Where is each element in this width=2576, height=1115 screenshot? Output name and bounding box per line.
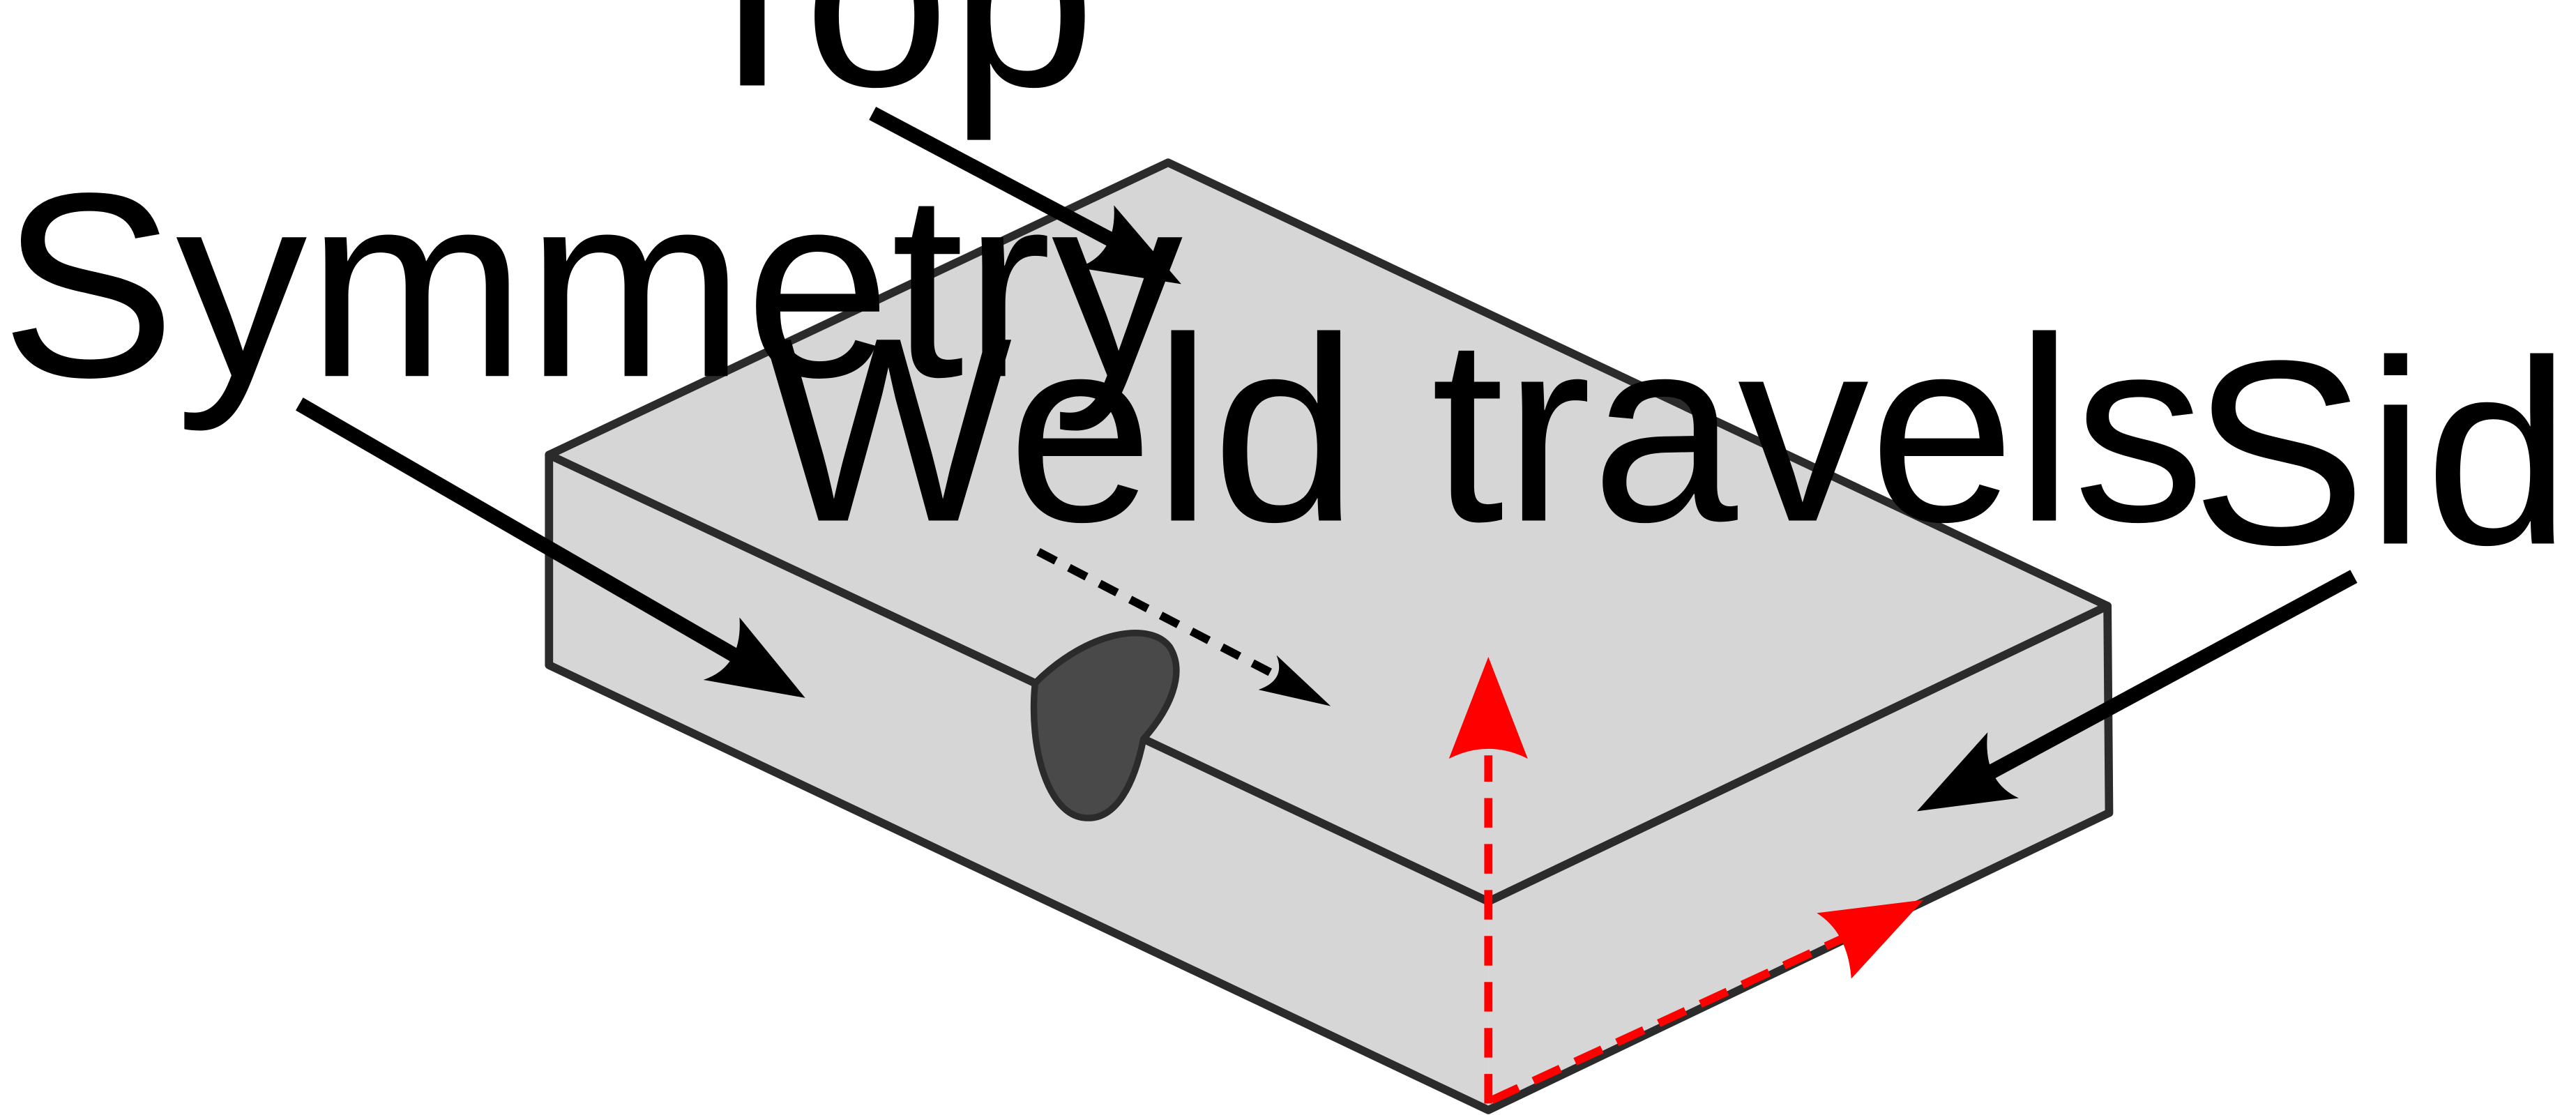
top-arrowhead-icon [1077, 205, 1181, 285]
block-top-front-edge-right [1139, 734, 1493, 906]
block-top-face [549, 162, 2108, 902]
symmetry-arrow-shaft [296, 397, 747, 667]
label-top: Top [672, 0, 1096, 143]
diagonal-axis-arrowhead-icon [1817, 900, 1924, 979]
vertical-axis-arrowhead-icon [1448, 656, 1528, 759]
weld-bead [1030, 630, 1180, 821]
block-side-face [1488, 605, 2109, 1110]
block-top-outline [547, 158, 2109, 610]
label-sides: Side(s) [2191, 305, 2576, 600]
label-symmetry: Symmetry [1, 138, 1183, 433]
top-arrow-shaft [869, 107, 1121, 250]
block-top-front-edge-left [545, 450, 1040, 688]
block-front-face [549, 455, 1489, 1110]
weld-travels-arrowhead-icon [1258, 655, 1331, 706]
block-top-side-edge [1484, 602, 2112, 906]
symmetry-arrowhead-icon [703, 617, 805, 698]
sides-arrow-shaft [1976, 570, 2358, 785]
sides-arrowhead-icon [1916, 732, 2019, 812]
weld-travels-arrow-shaft [1036, 548, 1287, 684]
label-weld-travels: Weld travels [764, 283, 2205, 577]
diagonal-axis-line [1490, 932, 1850, 1105]
